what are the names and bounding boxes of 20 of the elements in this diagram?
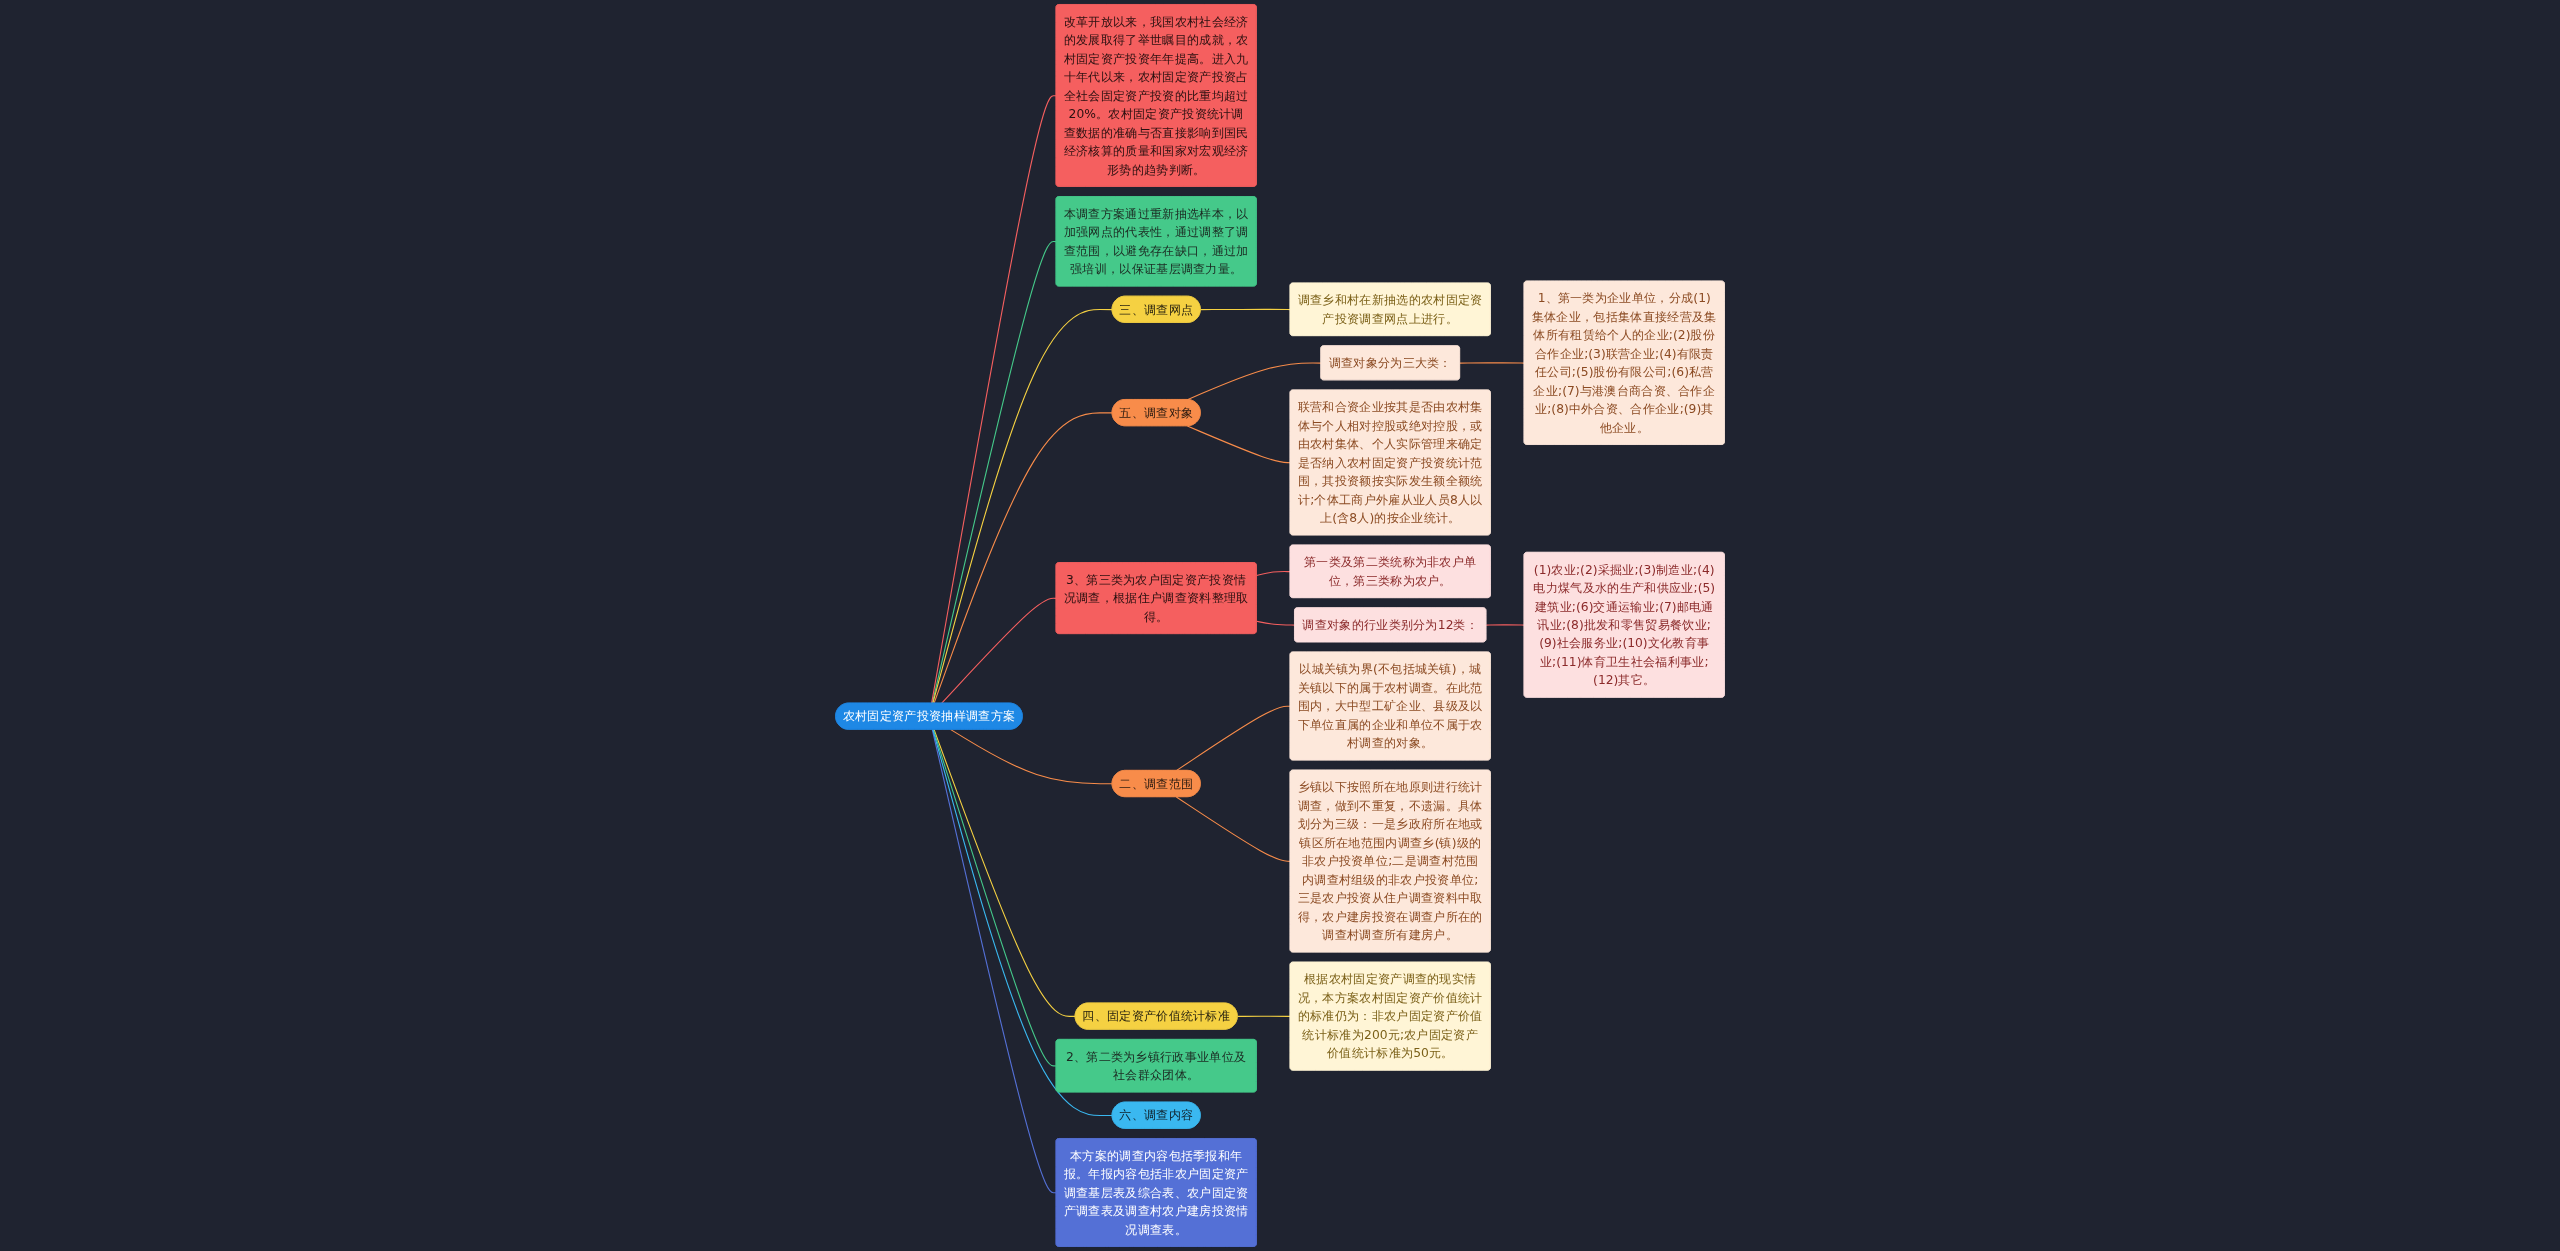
connector: [1459, 362, 1525, 364]
connector: [1237, 1015, 1291, 1017]
connector: [1175, 796, 1291, 862]
connector: [1200, 308, 1291, 311]
connector: [1256, 570, 1291, 576]
connector: [1256, 620, 1296, 626]
connector: [932, 309, 1113, 704]
connector: [932, 729, 1113, 1117]
connector: [933, 412, 1113, 704]
connector: [940, 597, 1057, 704]
connector: [931, 729, 1057, 1194]
connector: [1175, 705, 1291, 772]
connector: [932, 729, 1057, 1067]
connector: [1186, 425, 1291, 464]
connector: [1485, 624, 1525, 626]
connector: [950, 729, 1113, 785]
connector: [931, 95, 1057, 704]
connector: [931, 240, 1057, 704]
connector: [1186, 362, 1322, 401]
connector: [933, 729, 1076, 1017]
